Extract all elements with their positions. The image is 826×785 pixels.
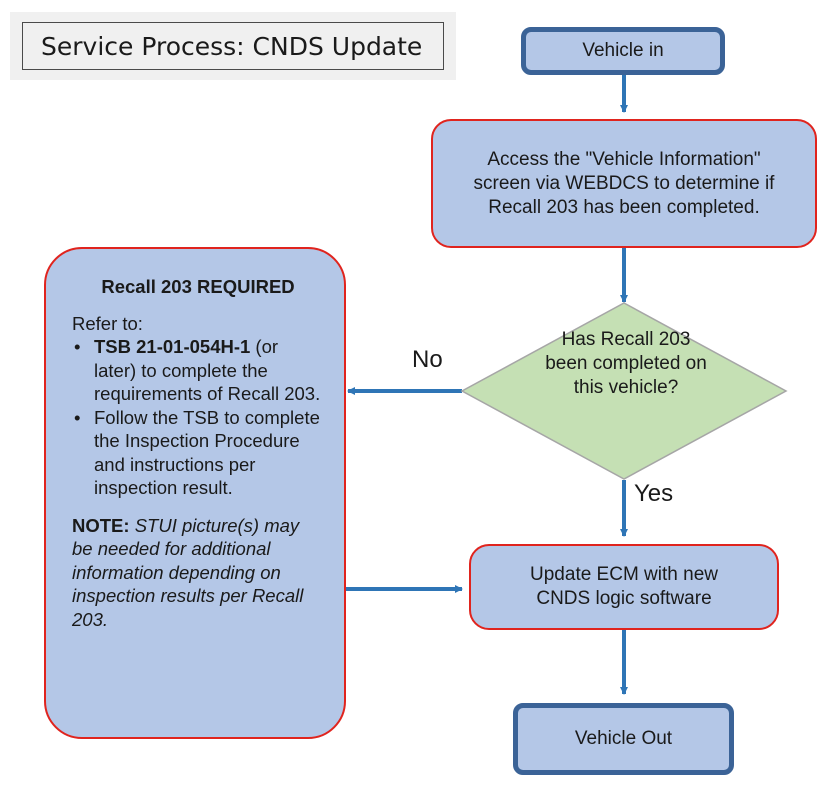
recall-required-box: Recall 203 REQUIRED Refer to: TSB 21-01-…: [44, 247, 346, 739]
recall-instructions-list: TSB 21-01-054H-1 (or later) to complete …: [72, 335, 324, 500]
update-ecm-node: Update ECM with new CNDS logic software: [469, 544, 779, 630]
page-title: Service Process: CNDS Update: [22, 22, 444, 70]
update-ecm-label: Update ECM with new CNDS logic software: [530, 564, 718, 609]
title-panel: Service Process: CNDS Update: [10, 12, 456, 80]
note-label: NOTE:: [72, 514, 130, 536]
vehicle-out-node: Vehicle Out: [513, 703, 734, 775]
edge-label-no: No: [412, 346, 443, 373]
recall-required-title: Recall 203 REQUIRED: [101, 276, 295, 297]
vehicle-in-node: Vehicle in: [521, 27, 725, 75]
access-vehicle-info-node: Access the "Vehicle Information" screen …: [431, 119, 817, 248]
note-body: STUI picture(s) may be needed for additi…: [72, 514, 304, 630]
refer-to-text: Refer to:: [72, 312, 143, 334]
decision-label: Has Recall 203 been completed on this ve…: [545, 329, 707, 398]
follow-tsb-instruction: Follow the TSB to complete the Inspectio…: [94, 406, 320, 499]
note-text: NOTE: STUI picture(s) may be needed for …: [72, 514, 324, 632]
vehicle-in-label: Vehicle in: [582, 40, 664, 61]
list-item: TSB 21-01-054H-1 (or later) to complete …: [72, 335, 324, 406]
edge-label-yes: Yes: [634, 480, 674, 507]
list-item: Follow the TSB to complete the Inspectio…: [72, 406, 324, 500]
access-vehicle-info-label: Access the "Vehicle Information" screen …: [473, 148, 775, 218]
vehicle-out-label: Vehicle Out: [574, 728, 673, 749]
tsb-reference: TSB 21-01-054H-1: [94, 336, 251, 357]
decision-diamond: [460, 302, 788, 480]
tsb-instruction: (or later) to complete the requirements …: [94, 336, 321, 404]
